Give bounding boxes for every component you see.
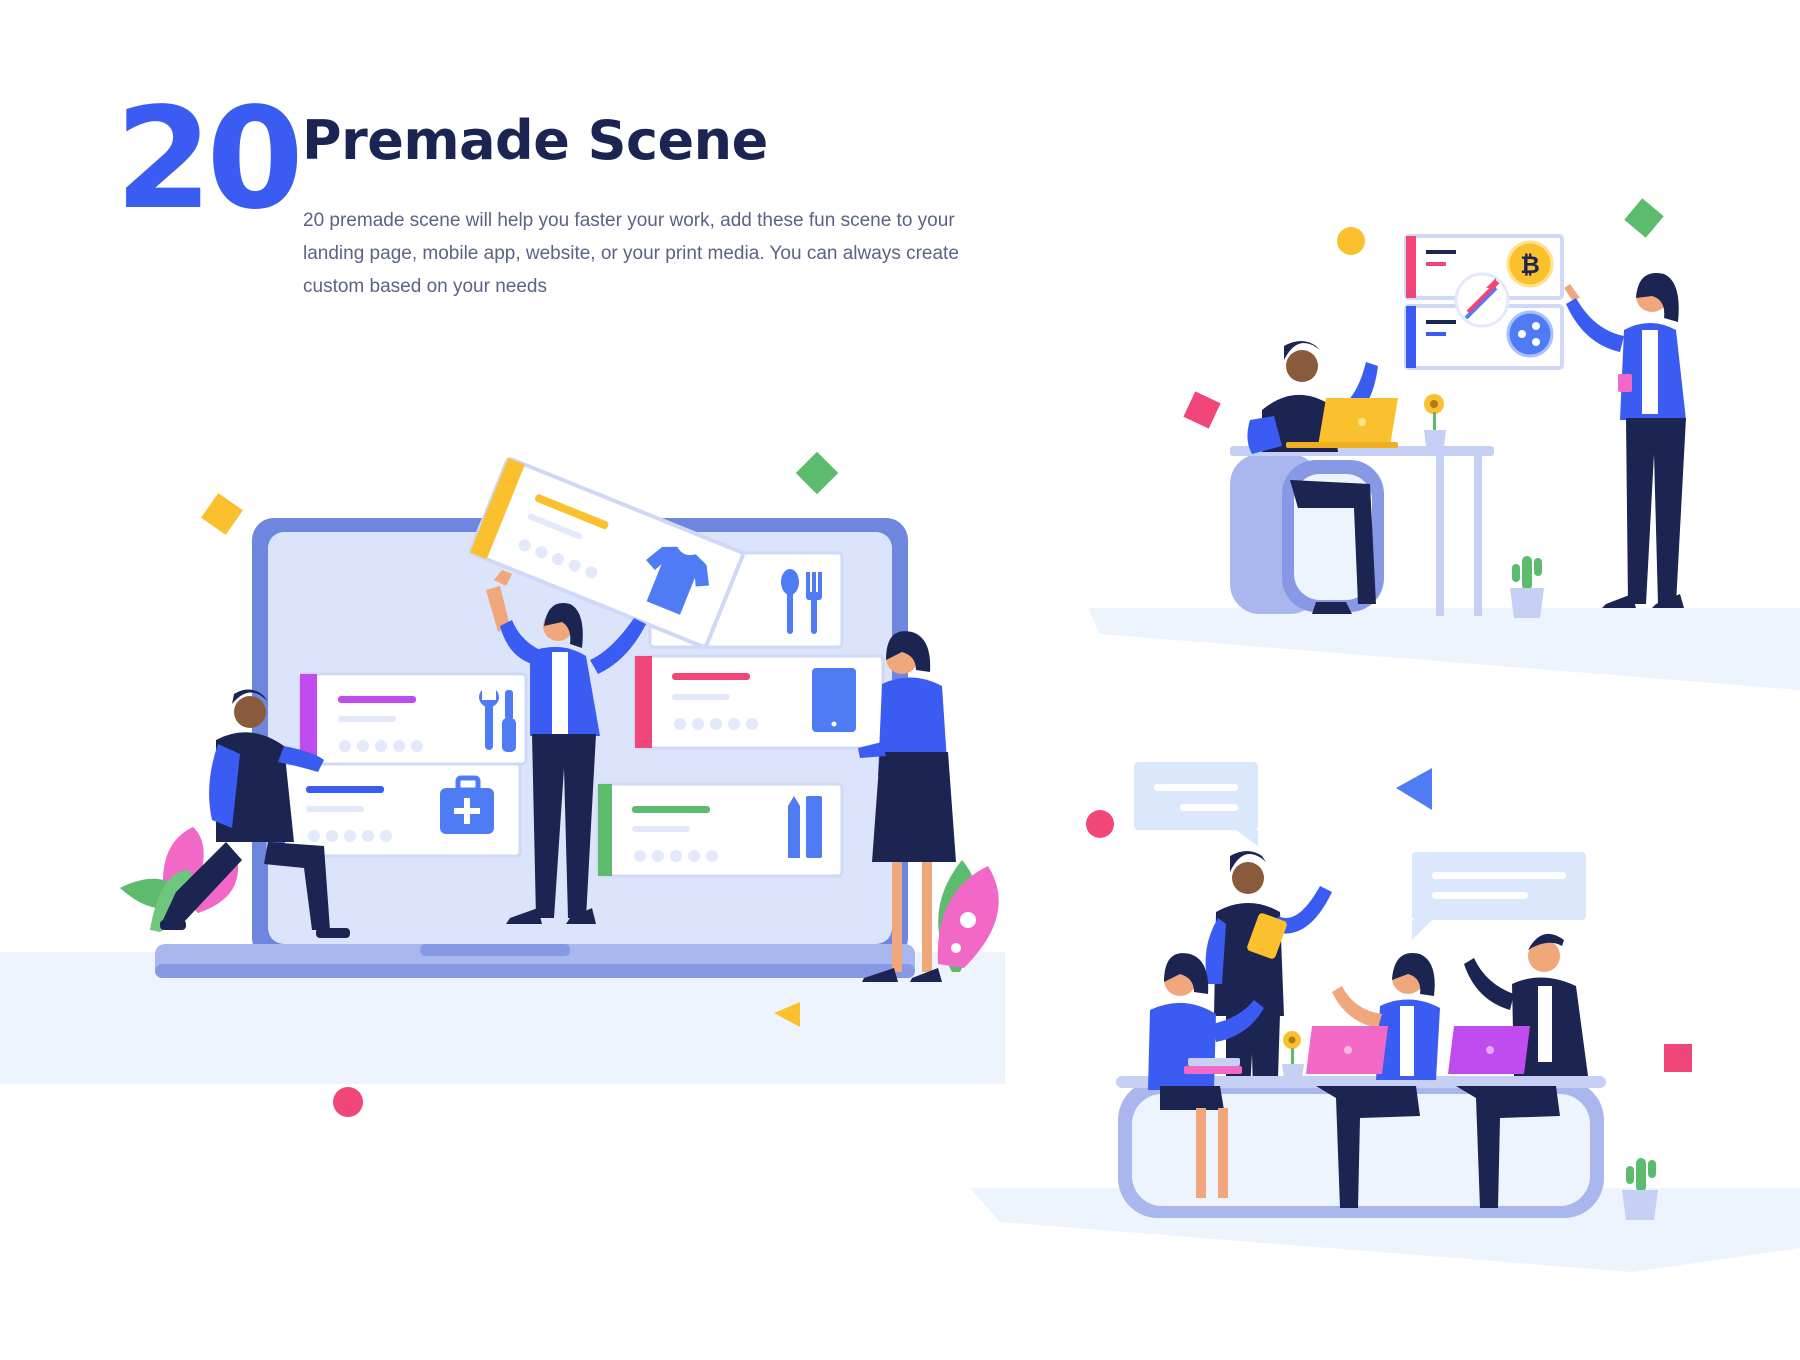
sunflower-icon <box>1282 1031 1304 1078</box>
bitcoin-icon: ₿ <box>1506 240 1554 288</box>
tablet-icon <box>812 668 856 732</box>
confetti-yellow-square <box>201 493 243 535</box>
crypto-card-ripple <box>1404 304 1564 370</box>
confetti-yellow-triangle <box>774 1002 800 1027</box>
confetti-pink-dot <box>1086 810 1114 838</box>
laptop-icon <box>1286 398 1398 448</box>
tools-icon <box>479 690 516 752</box>
crypto-card-bitcoin: ₿ <box>1404 234 1564 300</box>
header: 20 Premade Scene 20 premade scene will h… <box>0 0 1000 320</box>
person-seated-man-right <box>1456 933 1588 1208</box>
sunflower-icon <box>1424 394 1446 446</box>
person-woman-center <box>486 570 646 924</box>
person-kneeling-man <box>160 689 350 938</box>
svg-text:₿: ₿ <box>1520 251 1540 279</box>
card-first-aid <box>266 762 522 858</box>
confetti-pink-square <box>1664 1044 1692 1072</box>
person-presenting-woman <box>1564 273 1686 608</box>
card-tshirt <box>469 457 745 649</box>
confetti-yellow-dot <box>1337 227 1365 255</box>
ripple-icon <box>1506 310 1554 358</box>
scene-laptop-cards <box>0 451 1005 1117</box>
confetti-green-square <box>1624 198 1664 238</box>
books-stack <box>1184 1058 1242 1074</box>
person-seated-woman-middle <box>1316 953 1440 1208</box>
tablet-icon <box>1247 913 1287 959</box>
chat-bubble-icon <box>1412 852 1586 940</box>
first-aid-kit-icon <box>440 775 494 834</box>
laptop-notch <box>420 944 570 956</box>
cutlery-icon <box>781 569 822 634</box>
cactus-icon <box>1510 556 1544 618</box>
exchange-arrows-icon <box>1454 272 1510 328</box>
scene-count: 20 <box>115 78 304 241</box>
plant-right <box>937 860 999 972</box>
card-ruler-pencil <box>596 782 844 878</box>
page-description: 20 premade scene will help you faster yo… <box>303 210 959 297</box>
card-tablet <box>633 654 885 750</box>
card-tools <box>298 672 528 766</box>
confetti-blue-triangle <box>1396 768 1432 810</box>
page-title: Premade Scene <box>302 109 768 172</box>
person-woman-right <box>858 631 956 982</box>
scene-team-meeting <box>970 762 1800 1272</box>
laptop-icon <box>1448 1026 1530 1074</box>
laptop-icon <box>1306 1026 1388 1074</box>
cactus-icon <box>1622 1158 1658 1220</box>
ruler-pencil-icon <box>788 796 822 858</box>
floor-panel <box>1088 608 1800 690</box>
laptop-base-edge <box>155 964 915 978</box>
tshirt-icon <box>646 546 710 615</box>
scene-crypto-presentation: ₿ <box>1088 198 1800 690</box>
confetti-pink-square <box>1183 391 1221 429</box>
confetti-pink-dot <box>333 1087 363 1117</box>
chat-bubble-icon <box>1134 762 1258 846</box>
confetti-green-square <box>795 451 839 495</box>
